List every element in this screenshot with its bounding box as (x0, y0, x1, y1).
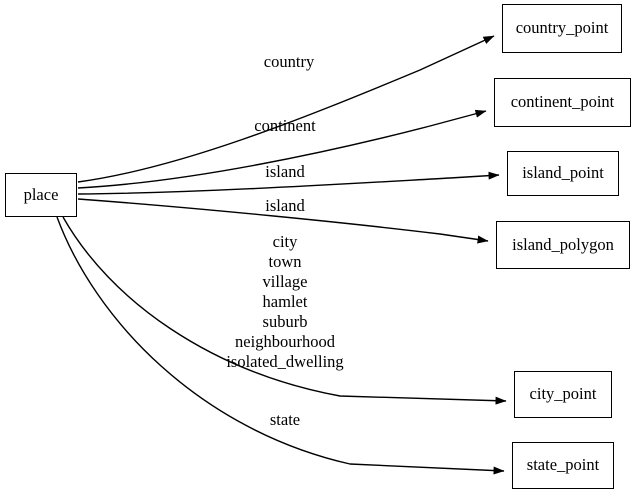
node-place[interactable]: place (5, 173, 77, 217)
edge-place-to-island_point (77, 171, 500, 195)
node-label: island_point (522, 163, 604, 183)
edge-label-state_point: state (269, 410, 301, 429)
node-city_point[interactable]: city_point (514, 371, 612, 418)
node-continent_point[interactable]: continent_point (494, 78, 631, 127)
node-state_point[interactable]: state_point (512, 442, 614, 489)
node-country_point[interactable]: country_point (502, 4, 622, 53)
node-label: city_point (529, 384, 597, 404)
edge-label-island_point: island (265, 162, 305, 181)
edge-label-continent_point: continent (254, 116, 316, 135)
node-label: state_point (526, 455, 600, 475)
edge-place-to-island_polygon (77, 198, 489, 244)
edge-place-to-country_point (77, 35, 495, 183)
node-label: continent_point (510, 92, 615, 112)
edge-place-to-city_point (62, 216, 507, 405)
node-island_polygon[interactable]: island_polygon (496, 221, 630, 269)
edge-place-to-state_point (56, 216, 505, 475)
node-label: island_polygon (512, 234, 614, 254)
node-island_point[interactable]: island_point (507, 151, 619, 196)
edge-label-country_point: country (263, 52, 315, 71)
node-label: country_point (515, 18, 609, 38)
node-label: place (23, 184, 59, 204)
edge-place-to-continent_point (77, 109, 487, 189)
edge-label-island_polygon: island (265, 196, 305, 215)
edge-label-city_point: city town village hamlet suburb neighbou… (226, 232, 344, 371)
